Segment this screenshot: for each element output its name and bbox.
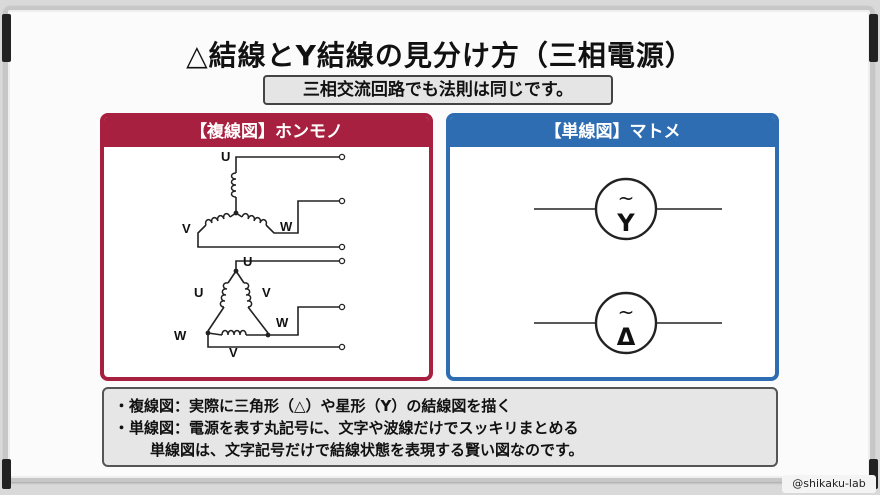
single-line-diagram-panel: 【単線図】マトメ ~ Y ~ Δ bbox=[446, 113, 779, 381]
delta-label-v-bottom: V bbox=[229, 345, 238, 360]
star-u-coil bbox=[230, 172, 237, 198]
star-label-u: U bbox=[221, 149, 230, 164]
multi-line-diagram: U V W U U V W W V bbox=[174, 149, 346, 360]
terminal-star-v bbox=[338, 243, 346, 251]
terminal-delta-bottom bbox=[338, 343, 346, 351]
star-w-coil bbox=[241, 212, 268, 226]
terminal-delta-u bbox=[338, 257, 346, 265]
delta-source-letter: Δ bbox=[617, 323, 636, 351]
multi-line-panel-header: 【複線図】ホンモノ bbox=[104, 117, 429, 147]
note-multi-line: ・複線図：実際に三角形（△）や星形（Y）の結線図を描く bbox=[114, 397, 512, 415]
terminal-star-u bbox=[338, 153, 346, 161]
delta-label-w-right: W bbox=[276, 315, 289, 330]
board-clip-left bbox=[2, 14, 11, 62]
board-clip-bottom-right bbox=[869, 459, 878, 489]
delta-label-v-right: V bbox=[262, 285, 271, 300]
page-title: △結線とY結線の見分け方（三相電源） bbox=[186, 39, 694, 72]
subtitle-box: 三相交流回路でも法則は同じです。 bbox=[263, 75, 613, 105]
delta-label-w-left: W bbox=[174, 328, 187, 343]
terminal-delta-w bbox=[338, 303, 346, 311]
notes-box: ・複線図：実際に三角形（△）や星形（Y）の結線図を描く ・単線図：電源を表す丸記… bbox=[102, 387, 778, 467]
single-line-panel-header: 【単線図】マトメ bbox=[450, 117, 775, 147]
y-source-letter: Y bbox=[616, 209, 635, 237]
delta-label-u-left: U bbox=[194, 285, 203, 300]
delta-source-symbol bbox=[594, 291, 658, 355]
star-v-coil bbox=[204, 212, 231, 226]
y-source-symbol bbox=[594, 177, 658, 241]
y-source-wave: ~ bbox=[618, 186, 635, 210]
watermark: @shikaku-lab bbox=[782, 475, 876, 493]
delta-label-u-top: U bbox=[243, 254, 252, 269]
terminal-star-w bbox=[338, 197, 346, 205]
note-summary: 単線図は、文字記号だけで結線状態を表現する賢い図なのです。 bbox=[150, 441, 584, 459]
star-label-v: V bbox=[182, 221, 191, 236]
delta-left-coil bbox=[219, 282, 229, 308]
delta-source-wave: ~ bbox=[618, 300, 635, 324]
star-label-w: W bbox=[280, 219, 293, 234]
delta-bottom-coil bbox=[221, 329, 247, 336]
board-clip-right bbox=[869, 14, 878, 62]
note-single-line: ・単線図：電源を表す丸記号に、文字や波線だけでスッキリまとめる bbox=[114, 419, 579, 437]
single-line-diagram: ~ Y ~ Δ bbox=[534, 177, 722, 355]
board-clip-bottom-left bbox=[2, 459, 11, 489]
delta-right-coil bbox=[243, 282, 253, 308]
multi-line-diagram-panel: 【複線図】ホンモノ U V W bbox=[100, 113, 433, 381]
